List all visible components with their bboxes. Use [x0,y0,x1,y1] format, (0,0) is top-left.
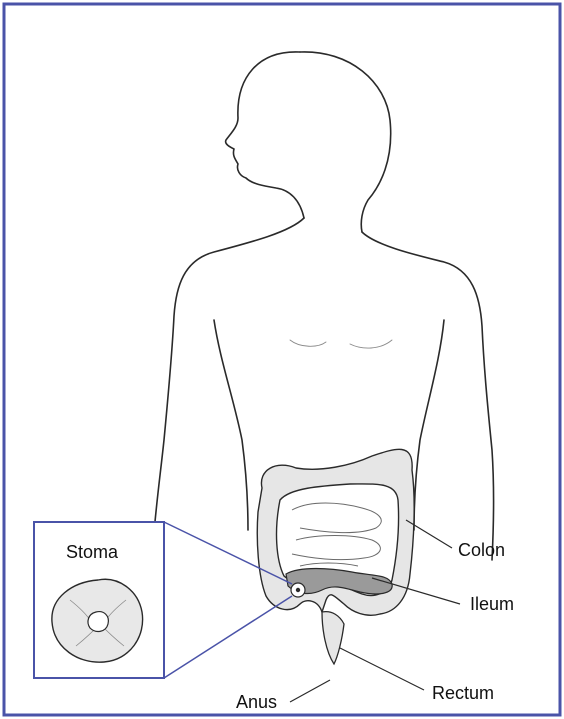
label-anus: Anus [236,692,277,712]
label-stoma: Stoma [66,542,119,562]
label-rectum: Rectum [432,683,494,703]
label-colon: Colon [458,540,505,560]
stoma-drawing [52,579,143,662]
label-ileum: Ileum [470,594,514,614]
